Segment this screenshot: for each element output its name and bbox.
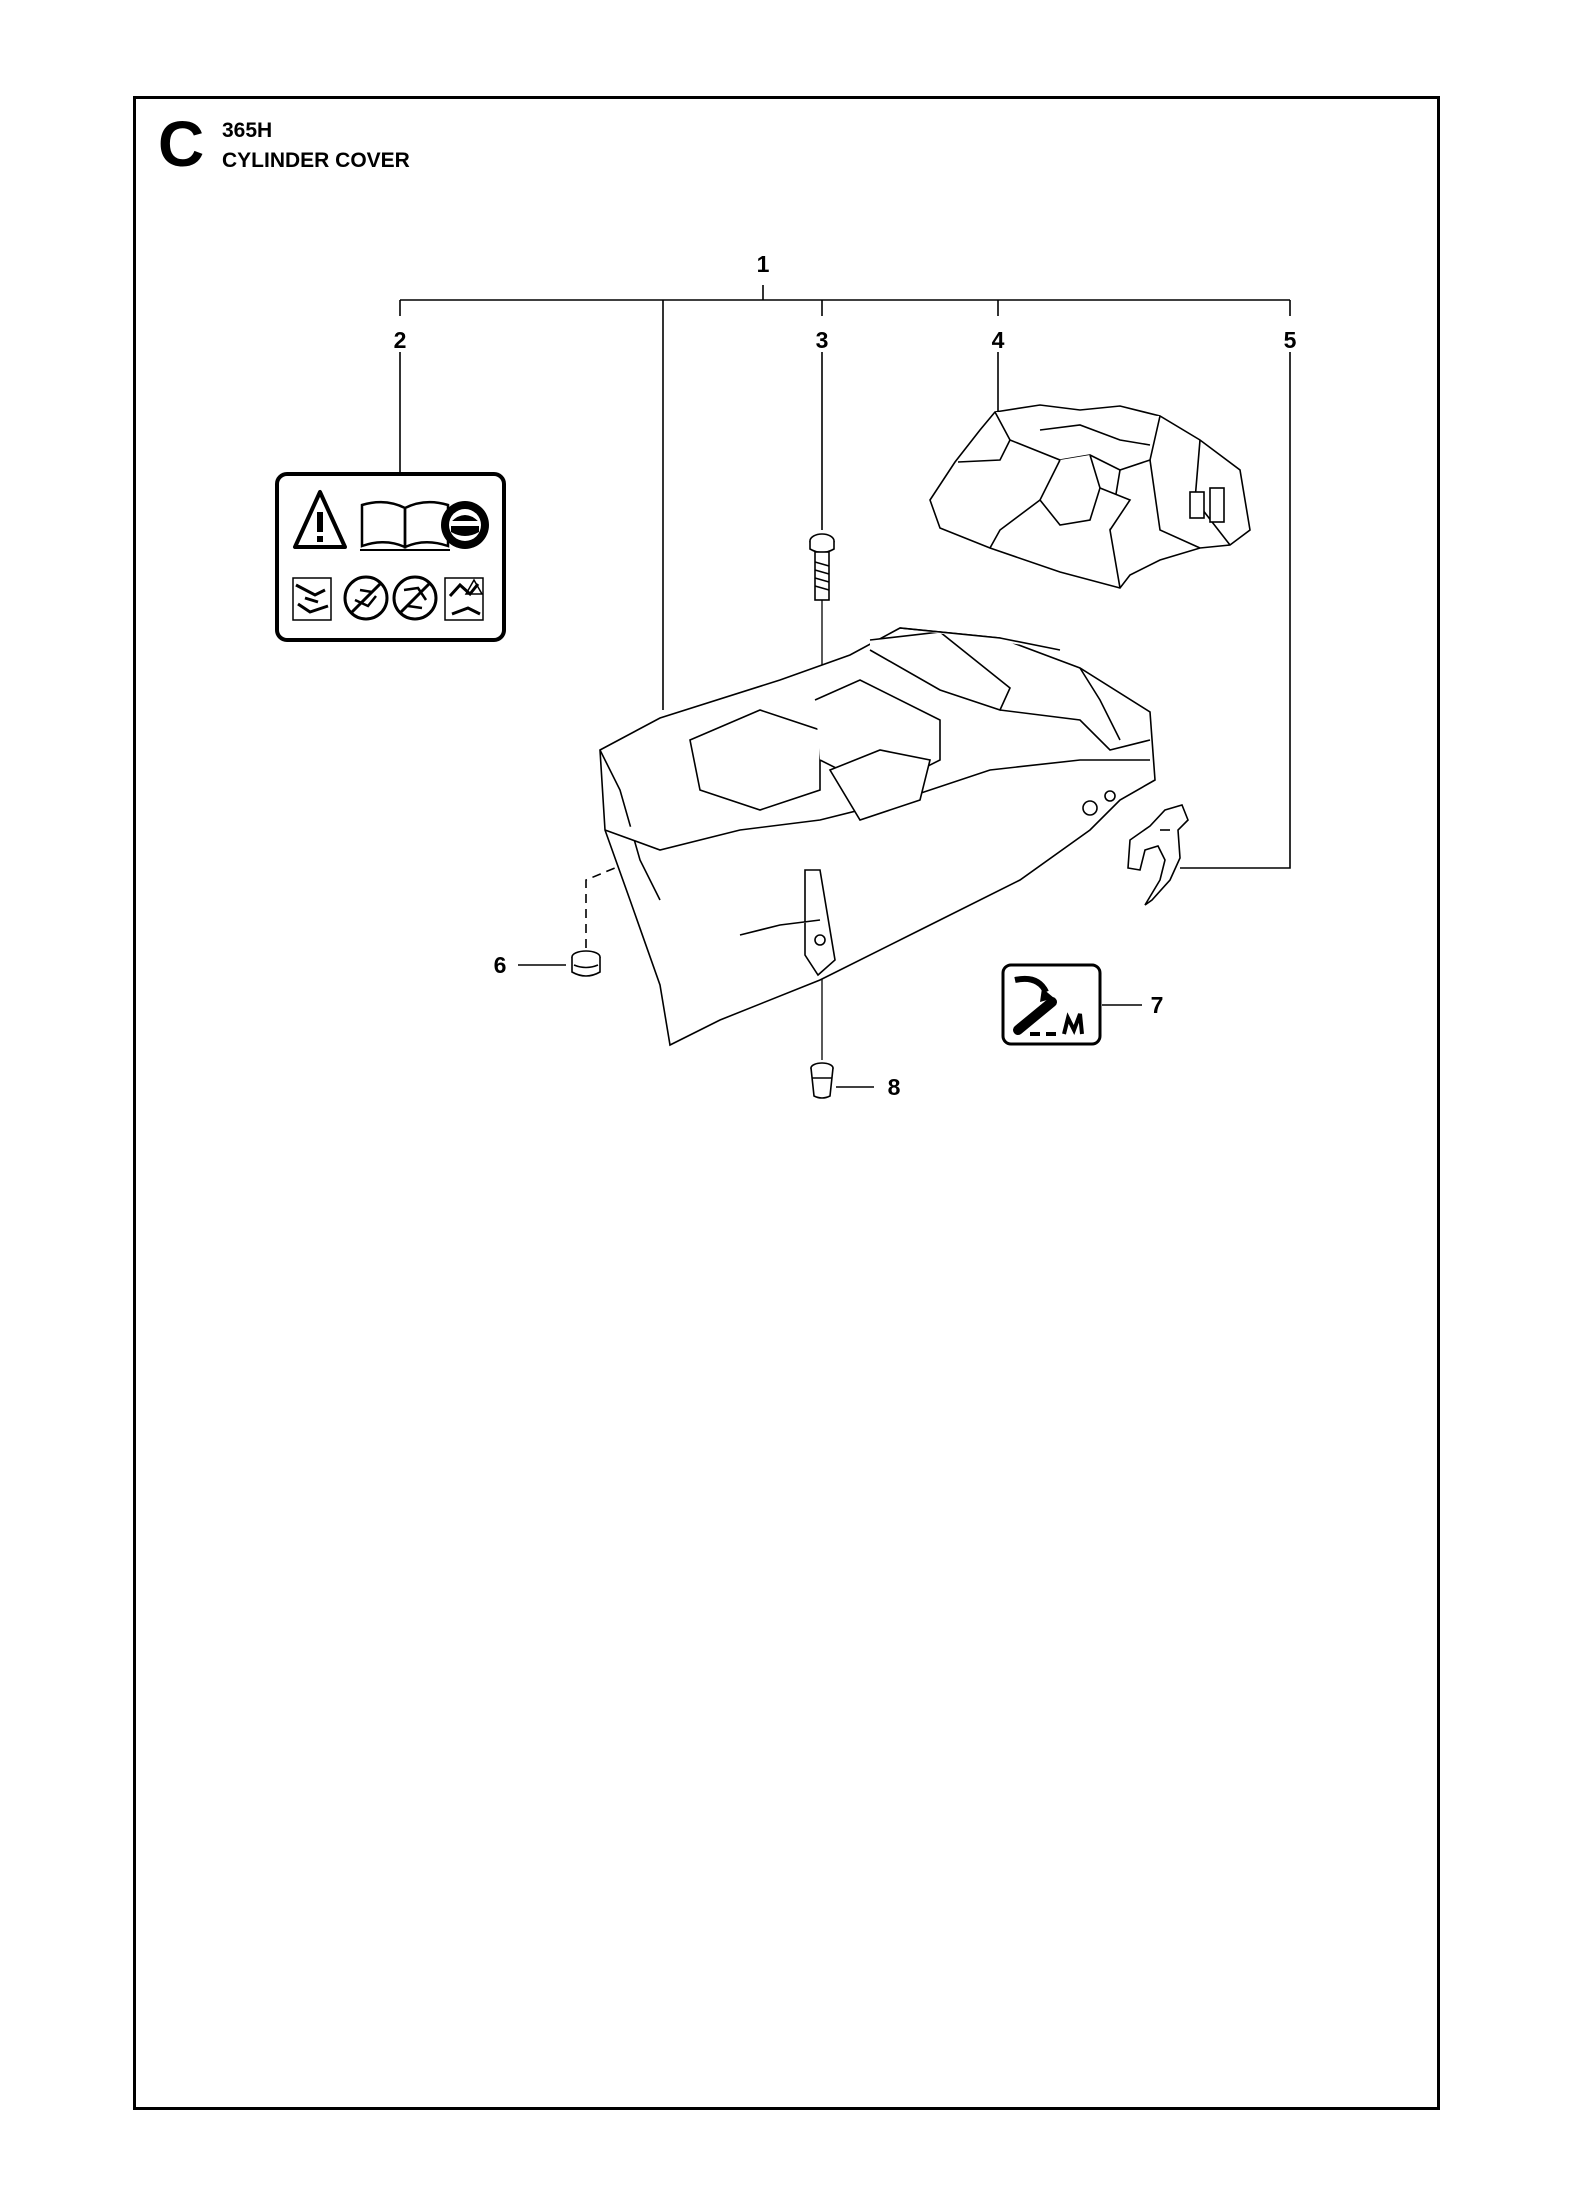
grommet-icon <box>571 950 601 977</box>
screw-icon <box>809 533 835 601</box>
page-frame <box>133 96 1440 2110</box>
choke-decal-icon <box>1001 963 1102 1046</box>
callout-5: 5 <box>1284 327 1297 353</box>
callout-7: 7 <box>1151 992 1164 1018</box>
callout-3: 3 <box>816 327 829 353</box>
callout-1-leader <box>399 285 1291 710</box>
cylinder-cover-icon <box>599 627 1156 1047</box>
top-cover-icon <box>929 404 1251 589</box>
callout-4: 4 <box>992 327 1005 353</box>
latch-clip-icon <box>1127 804 1189 906</box>
callout-6: 6 <box>494 952 507 978</box>
sleeve-icon <box>810 1062 834 1099</box>
callout-5-leader <box>1180 352 1291 869</box>
callout-2: 2 <box>394 327 407 353</box>
model-number: 365H <box>222 119 273 142</box>
callout-8: 8 <box>888 1074 901 1100</box>
warning-decal-icon <box>275 472 506 642</box>
callout-1: 1 <box>757 251 770 277</box>
section-letter: C <box>158 108 205 180</box>
page-title: CYLINDER COVER <box>222 149 410 172</box>
